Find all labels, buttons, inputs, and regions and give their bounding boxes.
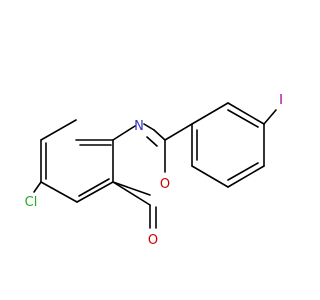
carbonyl-oxygen-label: O bbox=[148, 233, 158, 248]
atom-labels: N O O Cl I bbox=[25, 93, 283, 248]
bond bbox=[143, 123, 155, 131]
bond bbox=[227, 102, 265, 125]
bond bbox=[76, 181, 114, 203]
bond bbox=[33, 181, 42, 193]
structure-canvas: N O O Cl I bbox=[24, 93, 283, 248]
bond bbox=[191, 165, 229, 188]
bond bbox=[146, 136, 158, 147]
bond bbox=[112, 181, 151, 196]
bond bbox=[153, 129, 166, 141]
bond bbox=[227, 109, 259, 128]
bond bbox=[112, 125, 136, 141]
bond bbox=[263, 109, 277, 125]
chlorine-label: Cl bbox=[25, 195, 38, 210]
bond bbox=[227, 165, 265, 188]
ring-oxygen-label: O bbox=[160, 177, 170, 192]
bond bbox=[112, 181, 151, 206]
iodine-label: I bbox=[279, 93, 283, 108]
bond bbox=[40, 181, 78, 203]
molecule-structure: N O O Cl I bbox=[25, 93, 283, 248]
bond bbox=[191, 102, 229, 125]
nitrogen-label: N bbox=[134, 119, 144, 134]
bonds bbox=[33, 102, 277, 229]
bond bbox=[78, 178, 110, 197]
bond bbox=[227, 162, 259, 181]
bond bbox=[40, 119, 77, 141]
bond bbox=[164, 123, 193, 141]
